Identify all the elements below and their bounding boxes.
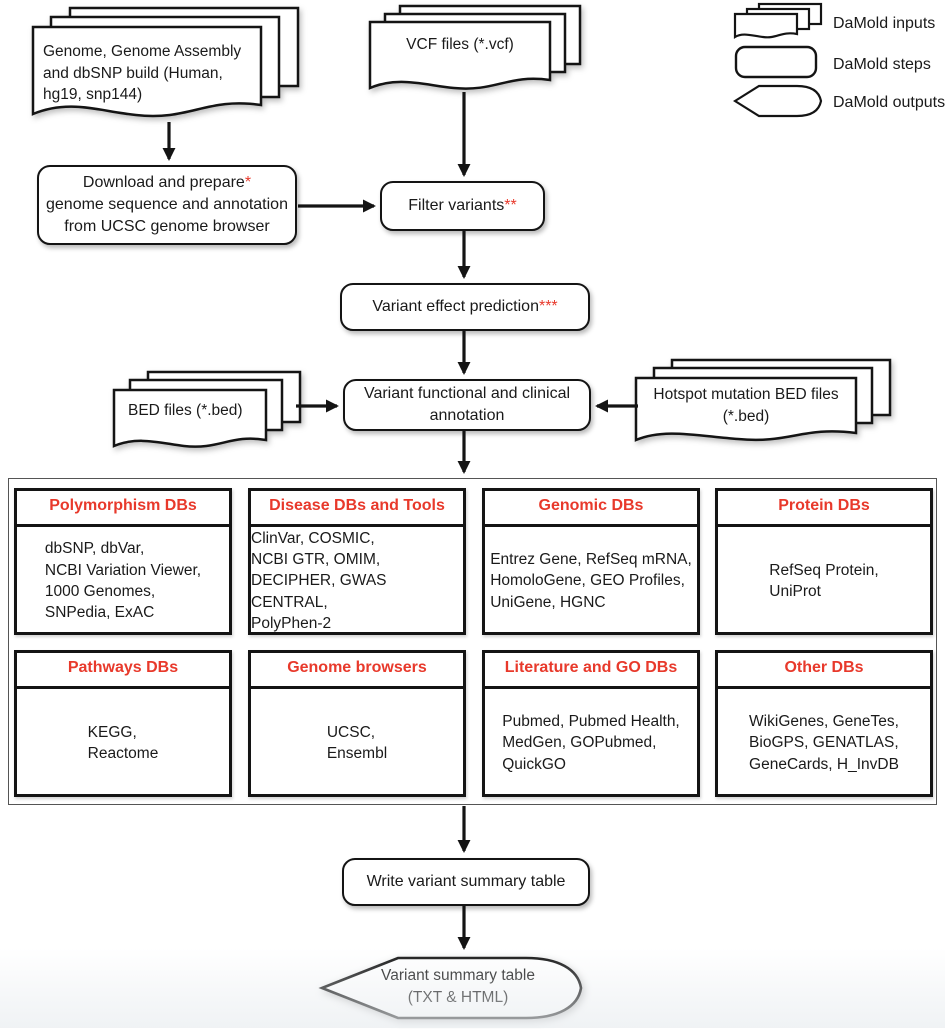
document-stack-icon <box>112 370 302 448</box>
step-annotation-label: Variant functional and clinical annotati… <box>363 384 571 424</box>
dbbox-literature-go: Literature and GO DBs Pubmed, Pubmed Hea… <box>482 650 700 797</box>
step-effect-asterisks: *** <box>538 297 558 315</box>
page-bottom-shade <box>0 948 945 1028</box>
step-filter-variants: Filter variants** <box>380 181 545 231</box>
input-hotspot-documents: Hotspot mutation BED files (*.bed) <box>634 358 892 450</box>
document-stack-icon <box>31 6 300 118</box>
legend-inputs-label: DaMold inputs <box>833 15 936 32</box>
input-genome-documents: Genome, Genome Assembly and dbSNP build … <box>28 4 308 130</box>
dbbox-genome-browsers: Genome browsers UCSC, Ensembl <box>248 650 466 797</box>
document-stack-icon <box>368 4 582 90</box>
steps-shape-icon <box>733 44 825 87</box>
step-write-label: Write variant summary table <box>366 872 566 890</box>
step-effect-label: Variant effect prediction <box>372 297 539 315</box>
step-variant-effect-prediction: Variant effect prediction*** <box>340 283 590 331</box>
dbbox-items: dbSNP, dbVar, NCBI Variation Viewer, 100… <box>44 540 202 622</box>
dbbox-items: UCSC, Ensembl <box>326 723 388 762</box>
step-variant-annotation: Variant functional and clinical annotati… <box>343 379 591 431</box>
dbbox-items: RefSeq Protein, UniProt <box>769 561 879 600</box>
dbbox-other: Other DBs WikiGenes, GeneTes, BioGPS, GE… <box>715 650 933 797</box>
dbbox-title: Polymorphism DBs <box>17 491 229 527</box>
dbbox-title: Literature and GO DBs <box>485 653 697 689</box>
step-download-label: Download and prepare <box>82 173 245 191</box>
document-stack-icon <box>634 358 892 442</box>
input-vcf-label: VCF files (*.vcf) <box>406 36 514 53</box>
dbbox-items: WikiGenes, GeneTes, BioGPS, GENATLAS, Ge… <box>749 712 899 773</box>
dbbox-genomic: Genomic DBs Entrez Gene, RefSeq mRNA, Ho… <box>482 488 700 635</box>
input-bed-label: BED files (*.bed) <box>128 402 243 419</box>
step-download-asterisk: * <box>244 173 252 191</box>
step-write-summary-table: Write variant summary table <box>342 858 590 906</box>
dbbox-polymorphism: Polymorphism DBs dbSNP, dbVar, NCBI Vari… <box>14 488 232 635</box>
input-hotspot-label: Hotspot mutation BED files (*.bed) <box>653 386 839 425</box>
step-filter-asterisks: ** <box>504 196 517 214</box>
database-panel: Polymorphism DBs dbSNP, dbVar, NCBI Vari… <box>8 478 937 805</box>
legend-item-steps: DaMold steps <box>733 44 931 87</box>
dbbox-title: Pathways DBs <box>17 653 229 689</box>
dbbox-pathways: Pathways DBs KEGG, Reactome <box>14 650 232 797</box>
step-filter-label: Filter variants <box>408 196 505 214</box>
input-vcf-documents: VCF files (*.vcf) <box>368 4 586 100</box>
dbbox-title: Disease DBs and Tools <box>251 491 463 527</box>
dbbox-items: Pubmed, Pubmed Health, MedGen, GOPubmed,… <box>502 712 680 773</box>
dbbox-disease: Disease DBs and Tools ClinVar, COSMIC, N… <box>248 488 466 635</box>
step-download-prepare: Download and prepare* genome sequence an… <box>37 165 297 245</box>
step-download-label-rest: genome sequence and annotation from UCSC… <box>46 195 288 236</box>
dbbox-items: KEGG, Reactome <box>87 723 159 762</box>
legend-outputs-label: DaMold outputs <box>833 94 945 111</box>
outputs-shape-icon <box>732 82 825 125</box>
dbbox-title: Protein DBs <box>718 491 930 527</box>
dbbox-title: Other DBs <box>718 653 930 689</box>
legend-item-outputs: DaMold outputs <box>732 82 945 125</box>
dbbox-protein: Protein DBs RefSeq Protein, UniProt <box>715 488 933 635</box>
dbbox-title: Genomic DBs <box>485 491 697 527</box>
input-bed-documents: BED files (*.bed) <box>112 370 308 456</box>
input-genome-label: Genome, Genome Assembly and dbSNP build … <box>43 43 242 104</box>
legend-steps-label: DaMold steps <box>833 56 931 73</box>
inputs-shape-icon <box>733 2 825 47</box>
dbbox-items: Entrez Gene, RefSeq mRNA, HomoloGene, GE… <box>490 550 692 611</box>
legend-item-inputs: DaMold inputs <box>733 2 936 47</box>
dbbox-title: Genome browsers <box>251 653 463 689</box>
dbbox-items: ClinVar, COSMIC, NCBI GTR, OMIM, DECIPHE… <box>251 529 387 633</box>
